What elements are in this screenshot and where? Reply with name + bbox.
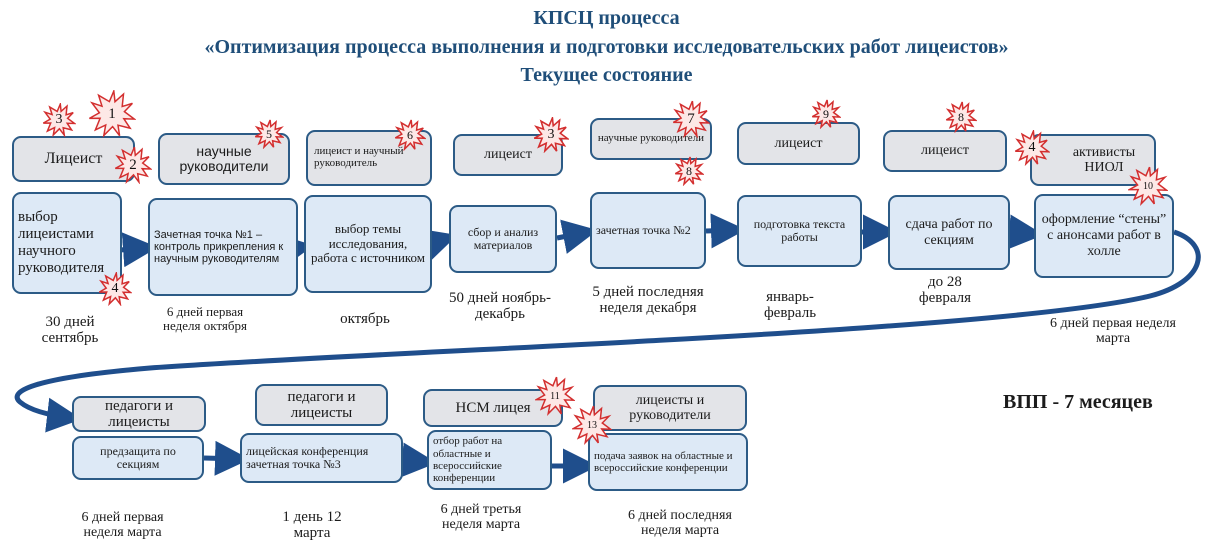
time-label-5: 5 дней последняя неделя декабря [592,284,704,316]
step-box-4: сбор и анализ материалов [449,205,557,273]
kaizen-burst-number: 11 [550,390,560,402]
time-label-7: до 28 февраля [918,274,972,306]
kaizen-burst-shape [42,103,76,137]
step-box-6: подготовка текста работы [737,195,862,267]
kaizen-burst-number: 6 [407,127,413,142]
kaizen-burst-number: 4 [111,281,119,296]
time-label-u4: 6 дней последняя неделя марта [628,508,732,538]
time-label-u1: 6 дней первая неделя марта [81,510,164,540]
kaizen-burst-shape [674,156,704,186]
kaizen-burst-9: 7 [672,100,710,138]
time-label-6: январь-февраль [763,289,817,321]
actor-box-b2: педагоги и лицеисты [255,384,388,426]
kaizen-burst-number: 10 [1143,180,1153,192]
kaizen-burst-shape [1014,130,1050,166]
title-line-2: «Оптимизация процесса выполнения и подго… [204,36,1009,58]
actor-box-b4: лицеисты и руководители [593,385,747,431]
kaizen-burst-number: 3 [55,112,63,127]
kaizen-burst-14: 10 [1128,166,1168,206]
actor-box-b1: педагоги и лицеисты [72,396,206,432]
kaizen-burst-shape [394,119,426,151]
lead-time-label: ВПП - 7 месяцев [1003,391,1153,413]
kaizen-burst-12: 8 [945,101,977,133]
actor-box-3: лицеист и научный руководитель [306,130,432,186]
kaizen-burst-number: 9 [823,106,829,121]
time-label-u2: 1 день 12 марта [282,509,342,541]
kaizen-burst-shape [811,99,841,129]
kaizen-burst-number: 13 [587,419,597,431]
kaizen-burst-4: 4 [98,272,132,306]
time-label-4: 50 дней ноябрь-декабрь [449,290,551,322]
kaizen-burst-number: 1 [108,105,116,122]
kaizen-burst-number: 4 [1028,140,1036,155]
kaizen-burst-7: 6 [394,119,426,151]
kaizen-burst-11: 9 [811,99,841,129]
time-label-2: 6 дней первая неделя октября [163,304,247,333]
step-box-7: сдача работ по секциям [888,195,1010,270]
kaizen-burst-6: 5 [254,119,284,149]
kaizen-burst-shape [535,376,575,416]
kaizen-burst-2: 2 [114,146,152,184]
time-label-8: 6 дней первая неделя марта [1050,316,1176,346]
kaizen-burst-shape [89,90,136,138]
kaizen-burst-shape [254,119,284,149]
step-box-r4: подача заявок на областные и всероссийск… [588,433,748,491]
step-box-1: выбор лицеистами научного руководителя [12,192,122,294]
step-box-r3: отбор работ на областные и всероссийские… [427,430,552,490]
time-label-3: октябрь [340,311,390,327]
kaizen-burst-number: 8 [686,163,692,178]
kaizen-burst-number: 5 [266,126,272,141]
step-box-r1: предзащита по секциям [72,436,204,480]
step-box-2: Зачетная точка №1 – контроль прикреплени… [148,198,298,296]
kaizen-burst-shape [572,405,612,445]
kaizen-burst-shape [114,146,152,184]
kaizen-burst-shape [533,117,569,153]
step-box-8: оформление “стены” с анонсами работ в хо… [1034,194,1174,278]
kaizen-burst-1: 1 [88,90,136,138]
title-line-3: Текущее состояние [520,64,693,86]
kaizen-burst-shape [945,101,977,133]
kaizen-burst-shape [1128,166,1168,206]
kaizen-burst-shape [672,100,710,138]
step-box-3: выбор темы исследования, работа с источн… [304,195,432,293]
time-label-u3: 6 дней третья неделя марта [440,502,522,532]
kaizen-burst-15: 11 [535,376,575,416]
step-box-5: зачетная точка №2 [590,192,706,269]
kaizen-burst-number: 2 [129,156,137,173]
title-line-1: КПСЦ процесса [533,7,680,29]
kaizen-burst-number: 7 [687,110,695,127]
actor-box-1: Лицеист [12,136,135,182]
actor-box-7: лицеист [883,130,1007,172]
kaizen-burst-number: 3 [547,127,555,142]
kaizen-burst-10: 8 [674,156,704,186]
time-label-1: 30 дней сентябрь [41,314,99,346]
kaizen-burst-shape [98,272,132,306]
step-box-r2: лицейская конференция зачетная точка №3 [240,433,403,483]
kaizen-burst-8: 3 [533,117,569,153]
kaizen-burst-number: 8 [958,109,964,124]
actor-box-6: лицеист [737,122,860,165]
kaizen-burst-3: 3 [42,103,76,137]
actor-box-b3: НСМ лицея [423,389,563,427]
kaizen-burst-13: 4 [1014,130,1050,166]
kaizen-burst-16: 13 [572,405,612,445]
